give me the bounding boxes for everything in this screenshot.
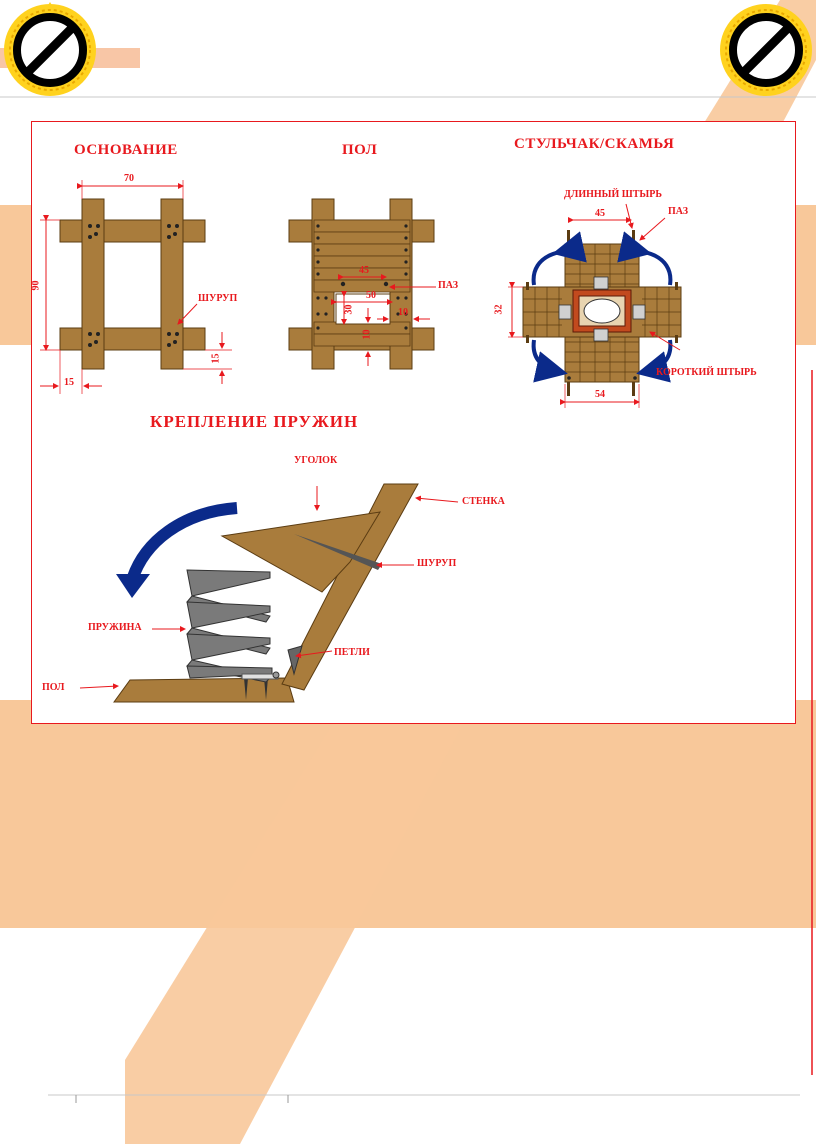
base-dim-overhang: 15	[64, 377, 74, 388]
spring-screw-label: ШУРУП	[417, 558, 457, 569]
seat-long-pin-label: ДЛИННЫЙ ШТЫРЬ	[564, 189, 662, 200]
base-title: ОСНОВАНИЕ	[74, 142, 178, 158]
floor-dim-50: 50	[366, 290, 376, 301]
spring-mount-drawing	[79, 483, 459, 703]
base-drawing	[40, 180, 232, 394]
seat-dim-54: 54	[595, 389, 605, 400]
seat-title: СТУЛЬЧАК/СКАМЬЯ	[514, 136, 675, 152]
floor-drawing	[288, 198, 436, 370]
prohibition-sign-icon	[720, 4, 812, 96]
spring-spring-label: ПРУЖИНА	[88, 622, 142, 633]
floor-dim-45: 45	[359, 265, 369, 276]
base-dim-width: 70	[124, 173, 134, 184]
seat-dim-45: 45	[595, 208, 605, 219]
spring-hinges-label: ПЕТЛИ	[334, 647, 370, 658]
floor-dim-10-horizontal: 10	[398, 307, 408, 318]
base-screw-label: ШУРУП	[198, 293, 238, 304]
floor-dim-10-vertical: 10	[361, 329, 373, 340]
base-dim-end: 15	[210, 353, 222, 364]
floor-dim-30: 30	[343, 304, 355, 315]
spring-floor-label: ПОЛ	[42, 682, 65, 693]
spring-mount-title: КРЕПЛЕНИЕ ПРУЖИН	[150, 412, 359, 431]
spring-wall-label: СТЕНКА	[462, 496, 505, 507]
seat-drawing	[508, 203, 682, 408]
seat-short-pin-label: КОРОТКИЙ ШТЫРЬ	[656, 367, 757, 378]
base-dim-height: 90	[30, 280, 42, 291]
floor-groove-label: ПАЗ	[438, 280, 459, 291]
figure-drawings	[40, 180, 682, 703]
seat-dim-32: 32	[493, 304, 505, 315]
spring-corner-label: УГОЛОК	[294, 455, 338, 466]
figure-frame: ОСНОВАНИЕ ПОЛ СТУЛЬЧАК/СКАМЬЯ КРЕПЛЕНИЕ …	[31, 121, 796, 724]
prohibition-sign-icon	[4, 2, 96, 96]
floor-title: ПОЛ	[342, 142, 378, 158]
seat-groove-label: ПАЗ	[668, 206, 689, 217]
